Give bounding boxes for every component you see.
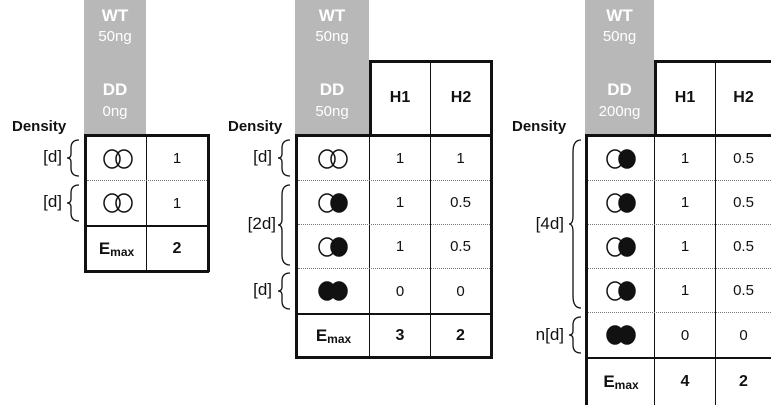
h1-value: 1 xyxy=(395,238,405,255)
h2-value: 0 xyxy=(739,326,748,344)
wt-label-3: WT xyxy=(606,6,633,25)
density-header-2: Density xyxy=(228,118,283,135)
genotype-header-3: WT 50ng DD 200ng xyxy=(585,0,654,136)
density-header-1: Density xyxy=(12,118,67,135)
h2-value: 1 xyxy=(456,150,465,167)
column-header-h1: H1 xyxy=(389,89,411,106)
dd-amount-2: 50ng xyxy=(315,103,349,120)
density-label: [d] xyxy=(253,280,272,299)
dd-amount-1: 0ng xyxy=(102,103,128,120)
emax-h2-value: 2 xyxy=(456,326,465,344)
dd-label-2: DD xyxy=(319,80,345,99)
genotype-header-1: WT 50ng DD 0ng xyxy=(84,0,146,136)
h1-value: 1 xyxy=(395,150,405,167)
genotype-open-filled-icon xyxy=(606,193,636,213)
h1-value: 0 xyxy=(680,326,690,344)
wt-amount-3: 50ng xyxy=(602,28,637,45)
dd-amount-3: 200ng xyxy=(598,103,641,120)
h2-value: 0.5 xyxy=(733,194,754,211)
h1-value: 1 xyxy=(680,238,690,255)
dd-label-3: DD xyxy=(607,80,632,99)
genotype-open-filled-icon xyxy=(318,237,348,257)
genotype-open-filled-icon xyxy=(606,281,636,301)
column-header-h2: H2 xyxy=(733,89,754,106)
density-brace xyxy=(569,139,582,309)
density-label: [d] xyxy=(253,147,272,166)
h2-value: 0.5 xyxy=(733,150,754,167)
genotype-filled-filled-icon xyxy=(318,281,348,301)
h2-value: 0.5 xyxy=(450,238,471,255)
wt-label-1: WT xyxy=(101,6,129,25)
density-brace xyxy=(278,272,291,310)
density-brace xyxy=(569,316,582,354)
genotype-open-filled-icon xyxy=(606,149,636,169)
emax-h1-value: 3 xyxy=(395,326,405,344)
genotype-open-filled-icon xyxy=(606,237,636,257)
h1-value: 1 xyxy=(172,194,182,212)
genotype-header-2: WT 50ng DD 50ng xyxy=(295,0,369,136)
h2-value: 0 xyxy=(456,282,465,300)
dd-label-1: DD xyxy=(102,80,128,99)
density-label: [d] xyxy=(43,192,62,211)
column-header-h2: H2 xyxy=(450,89,472,106)
wt-label-2: WT xyxy=(318,6,346,25)
emax-h2-value: 2 xyxy=(739,373,748,390)
h1-value: 0 xyxy=(395,282,405,300)
density-header-3: Density xyxy=(512,118,567,135)
h1-value: 1 xyxy=(680,150,690,167)
genotype-open-open-icon xyxy=(103,193,133,213)
genotype-filled-filled-icon xyxy=(606,325,636,345)
emax-h1-value: 2 xyxy=(172,239,182,257)
h2-value: 0.5 xyxy=(733,282,754,299)
density-label: n[d] xyxy=(535,325,564,344)
density-label: [d] xyxy=(43,147,62,166)
density-label: [2d] xyxy=(247,214,276,233)
h1-value: 1 xyxy=(680,194,690,211)
density-brace xyxy=(67,184,80,222)
h2-value: 0.5 xyxy=(733,238,754,255)
density-brace xyxy=(278,184,291,266)
emax-h1-value: 4 xyxy=(680,373,690,390)
wt-amount-1: 50ng xyxy=(98,28,132,45)
density-brace xyxy=(67,139,80,177)
h1-value: 1 xyxy=(172,150,182,167)
column-header-h1: H1 xyxy=(674,89,696,106)
h1-value: 1 xyxy=(680,282,690,299)
density-label: [4d] xyxy=(535,214,564,233)
h1-value: 1 xyxy=(395,194,405,211)
genotype-open-filled-icon xyxy=(318,193,348,213)
density-brace xyxy=(278,139,291,177)
h2-value: 0.5 xyxy=(450,194,471,211)
genotype-open-open-icon xyxy=(103,149,133,169)
genotype-open-open-icon xyxy=(318,149,348,169)
wt-amount-2: 50ng xyxy=(315,28,349,45)
